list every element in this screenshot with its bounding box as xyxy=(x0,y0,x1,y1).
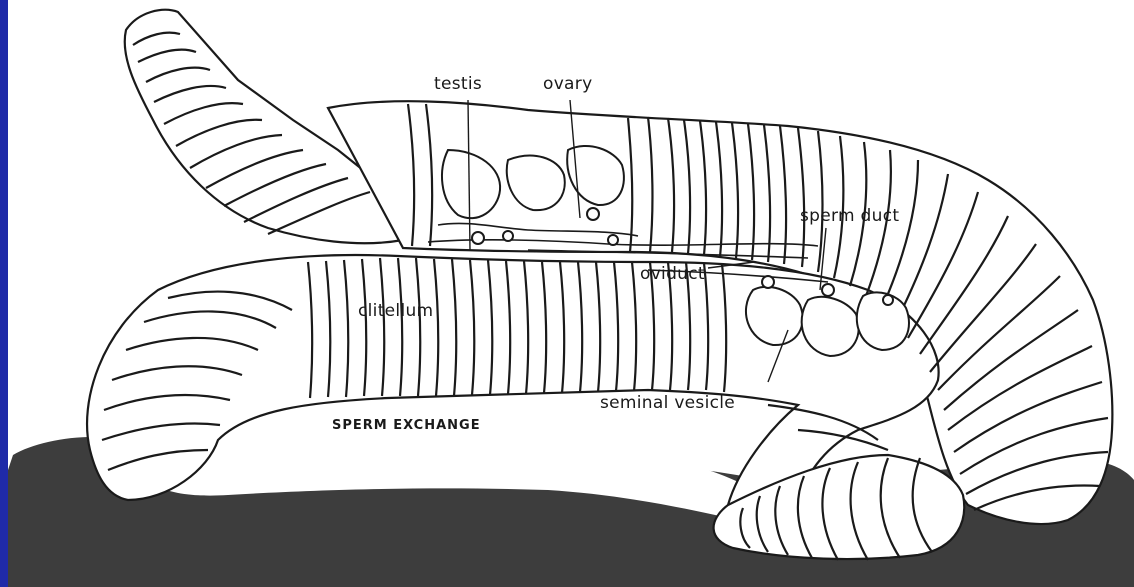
diagram-frame: testis ovary sperm duct oviduct clitellu… xyxy=(8,0,1134,587)
clitellum-label: clitellum xyxy=(358,301,433,321)
sperm-duct-label: sperm duct xyxy=(800,206,899,226)
sperm-exchange-label: SPERM EXCHANGE xyxy=(332,418,481,433)
oviduct-label: oviduct xyxy=(640,264,705,284)
testis-label: testis xyxy=(434,74,482,94)
ovary-label: ovary xyxy=(543,74,592,94)
seminal-vesicle-label: seminal vesicle xyxy=(600,393,735,413)
